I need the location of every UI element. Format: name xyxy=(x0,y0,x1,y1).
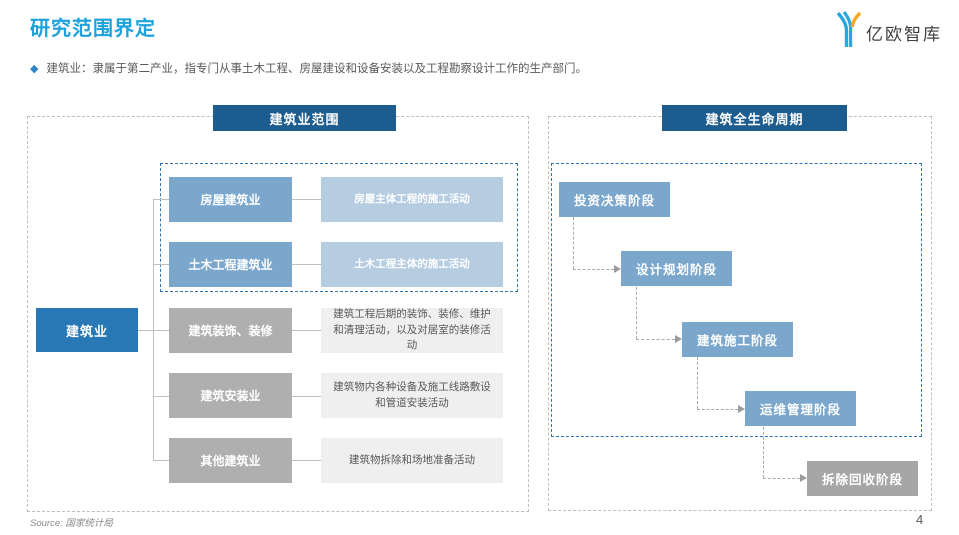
connector-mid-4 xyxy=(292,396,321,397)
lifecycle-stage: 运维管理阶段 xyxy=(745,391,856,426)
connector-spine xyxy=(153,199,154,461)
lifecycle-stage: 设计规划阶段 xyxy=(621,251,732,286)
right-panel-title: 建筑全生命周期 xyxy=(662,105,847,131)
lifecycle-stage: 投资决策阶段 xyxy=(559,182,670,217)
category-desc: 建筑物内各种设备及施工线路敷设和管道安装活动 xyxy=(321,373,503,418)
stage-connector-v3 xyxy=(697,357,698,409)
page-number: 4 xyxy=(916,512,924,527)
connector-mid-1 xyxy=(292,199,321,200)
category-node: 建筑安装业 xyxy=(169,373,292,418)
category-desc: 房屋主体工程的施工活动 xyxy=(321,177,503,222)
stage-connector-v4 xyxy=(763,427,764,478)
brand-logo-text: 亿欧智库 xyxy=(866,24,942,44)
left-panel-title: 建筑业范围 xyxy=(213,105,396,131)
arrow-right-icon xyxy=(614,265,621,273)
connector-stub-5 xyxy=(153,460,169,461)
left-inner-highlight-frame xyxy=(160,163,518,292)
stage-connector-h4 xyxy=(763,478,800,479)
stage-connector-h3 xyxy=(697,409,738,410)
category-node: 房屋建筑业 xyxy=(169,177,292,222)
arrow-right-icon xyxy=(800,474,807,482)
connector-stub-2 xyxy=(153,264,169,265)
page-title: 研究范围界定 xyxy=(30,18,156,40)
category-node: 土木工程建筑业 xyxy=(169,242,292,287)
stage-connector-h1 xyxy=(573,269,614,270)
right-inner-highlight-frame xyxy=(551,163,922,437)
category-desc: 土木工程主体的施工活动 xyxy=(321,242,503,287)
root-node: 建筑业 xyxy=(36,308,138,352)
arrow-right-icon xyxy=(675,335,682,343)
stage-connector-v2 xyxy=(636,287,637,339)
lifecycle-stage: 建筑施工阶段 xyxy=(682,322,793,357)
connector-mid-2 xyxy=(292,264,321,265)
category-desc: 建筑物拆除和场地准备活动 xyxy=(321,438,503,483)
stage-connector-v1 xyxy=(573,217,574,269)
brand-logo: 亿欧智库 xyxy=(834,11,942,53)
lifecycle-stage: 拆除回收阶段 xyxy=(807,461,918,496)
source-note: Source: 国家统计局 xyxy=(30,518,113,529)
category-node: 建筑装饰、装修 xyxy=(169,308,292,353)
diamond-bullet-icon: ◆ xyxy=(30,63,39,75)
connector-stub-4 xyxy=(153,396,169,397)
yiou-logo-icon xyxy=(834,11,862,53)
category-node: 其他建筑业 xyxy=(169,438,292,483)
category-desc: 建筑工程后期的装饰、装修、维护和清理活动，以及对居室的装修活动 xyxy=(321,308,503,353)
stage-connector-h2 xyxy=(636,339,675,340)
arrow-right-icon xyxy=(738,405,745,413)
intro-text: 建筑业：隶属于第二产业，指专门从事土木工程、房屋建设和设备安装以及工程勘察设计工… xyxy=(46,63,587,75)
connector-stub-1 xyxy=(153,199,169,200)
connector-mid-3 xyxy=(292,330,321,331)
connector-mid-5 xyxy=(292,460,321,461)
intro-bullet: ◆ 建筑业：隶属于第二产业，指专门从事土木工程、房屋建设和设备安装以及工程勘察设… xyxy=(30,61,850,77)
